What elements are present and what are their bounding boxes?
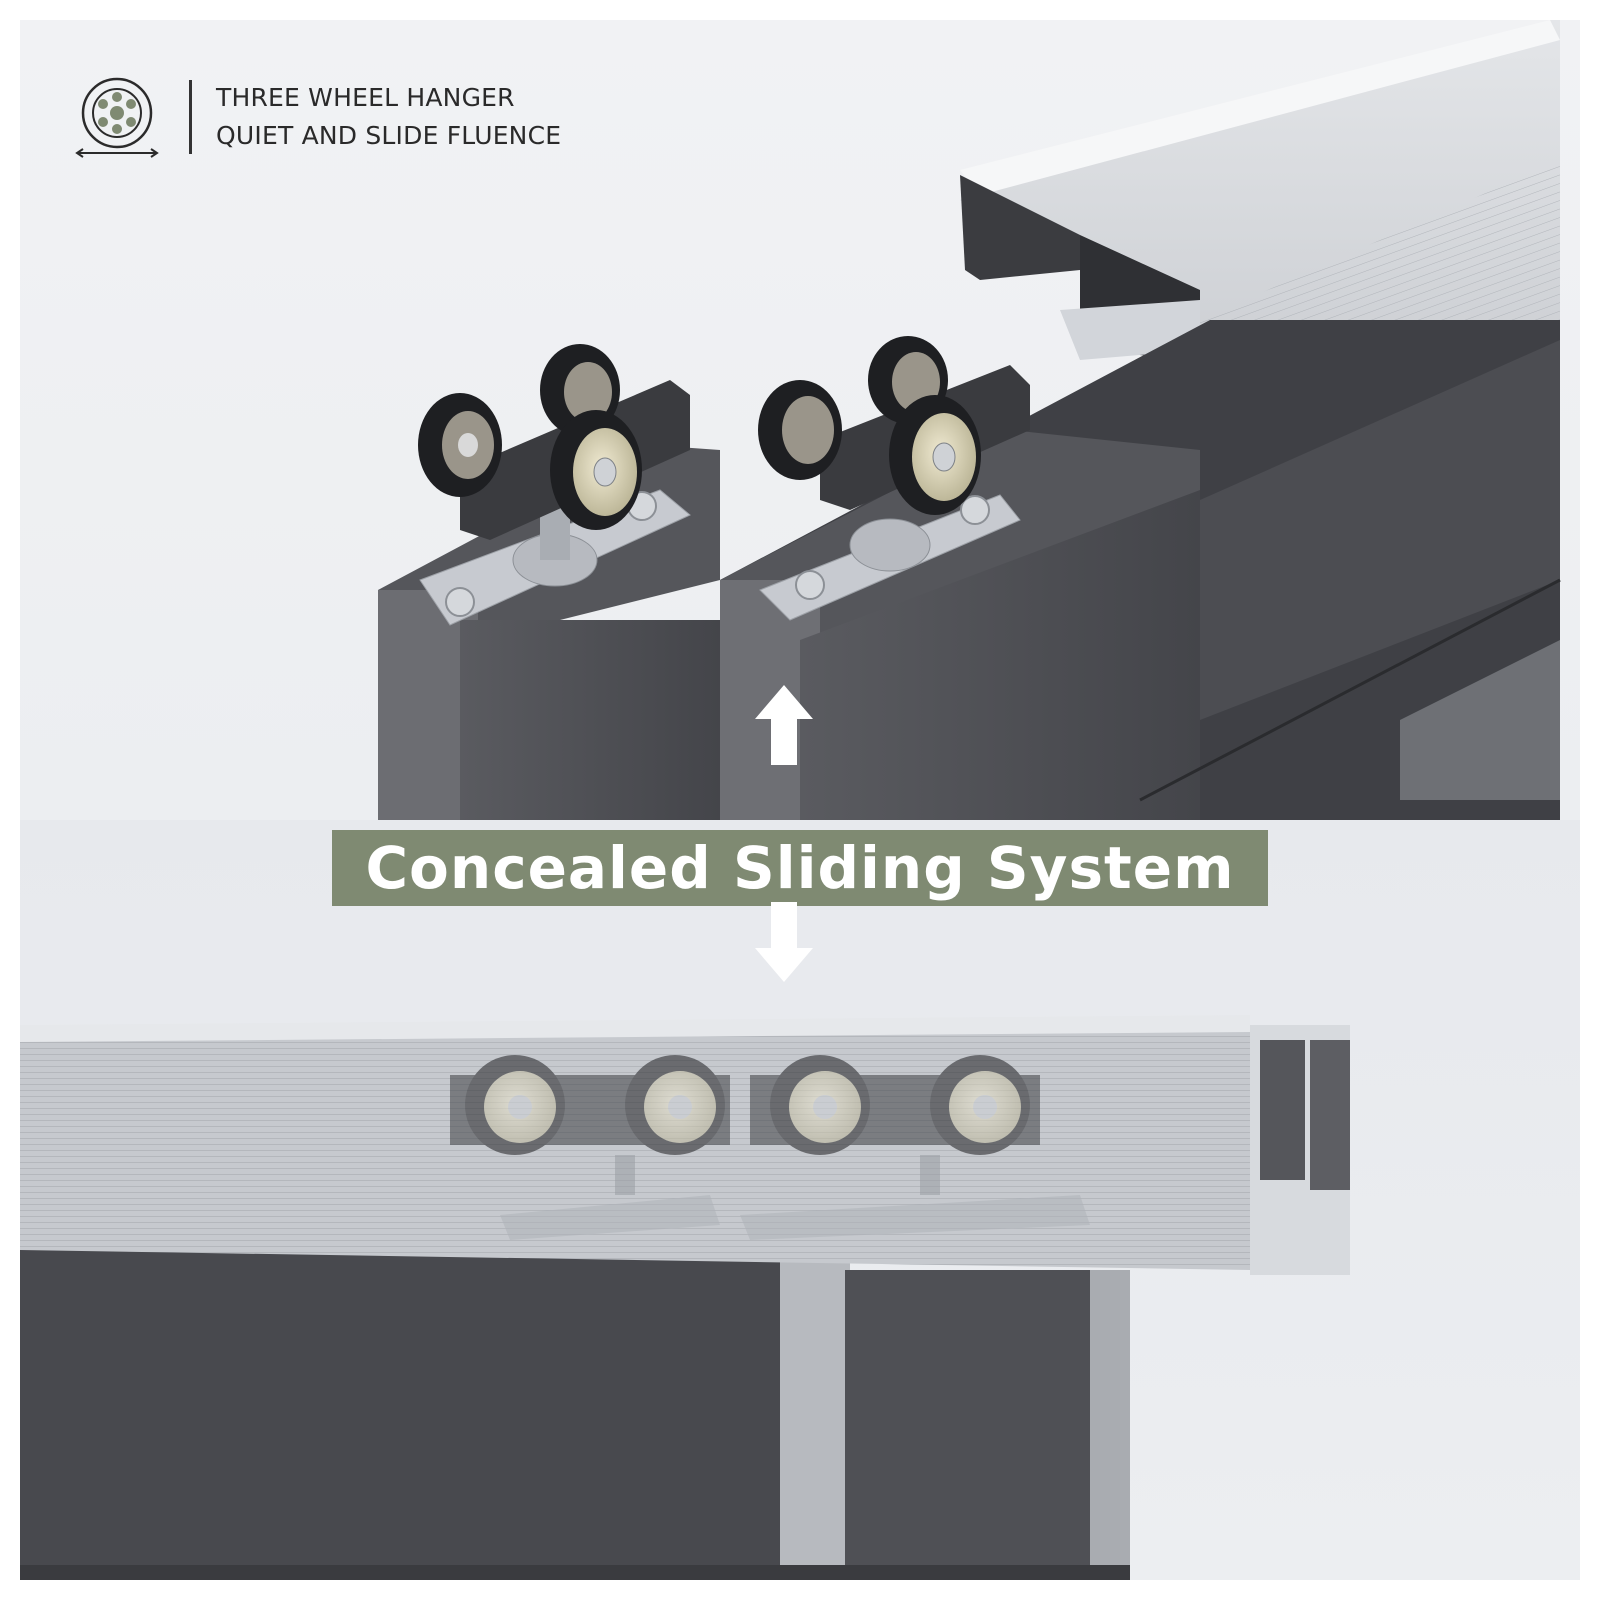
right-door — [845, 1270, 1115, 1580]
rear-track-reflection — [1400, 640, 1560, 800]
feature-line-2: QUIET AND SLIDE FLUENCE — [216, 121, 562, 150]
concealed-wheel-3 — [770, 1055, 870, 1155]
assembled-scene — [20, 1015, 1350, 1580]
track-end-channel-1 — [1260, 1040, 1305, 1180]
door-gap-frame — [780, 1260, 850, 1580]
bearing-wheel-icon — [75, 77, 159, 158]
feature-line-1: THREE WHEEL HANGER — [216, 83, 515, 112]
door-bottom-shadow — [20, 1565, 1130, 1580]
left-hanger-wheel-1 — [418, 393, 502, 497]
left-door — [20, 1250, 790, 1580]
track-profile-end — [960, 175, 1080, 280]
concealed-sliding-banner: Concealed Sliding System — [332, 830, 1268, 906]
concealed-wheel-2 — [625, 1055, 725, 1155]
left-hanger-assembly — [418, 344, 691, 626]
right-hanger-assembly — [758, 336, 1030, 621]
right-door-front — [800, 490, 1200, 820]
product-image-frame: THREE WHEEL HANGER QUIET AND SLIDE FLUEN… — [20, 20, 1580, 1580]
concealed-wheel-4 — [930, 1055, 1030, 1155]
banner-title: Concealed Sliding System — [365, 834, 1235, 902]
arrow-up-icon — [755, 685, 813, 765]
arrow-down-icon — [755, 902, 813, 982]
left-hanger-wheel-3 — [550, 410, 642, 530]
upper-track-edge — [960, 20, 1560, 195]
right-hanger-wheel-1 — [758, 380, 842, 480]
feature-callout: THREE WHEEL HANGER QUIET AND SLIDE FLUEN… — [75, 75, 561, 159]
track-end-channel-2 — [1310, 1040, 1350, 1190]
concealed-hangers — [450, 1055, 1090, 1240]
feature-text: THREE WHEEL HANGER QUIET AND SLIDE FLUEN… — [216, 79, 561, 155]
right-hanger-wheel-3 — [889, 395, 981, 515]
rear-door-face — [1200, 340, 1560, 720]
hardware-scene — [378, 20, 1561, 820]
door-bottom-edge-line — [1139, 578, 1561, 802]
right-door-edge — [1090, 1270, 1130, 1580]
bottom-panel-assembled-view — [20, 820, 1580, 1580]
concealed-wheel-1 — [465, 1055, 565, 1155]
aluminum-track-top-edge — [20, 1015, 1250, 1042]
top-panel-hardware-view: THREE WHEEL HANGER QUIET AND SLIDE FLUEN… — [20, 20, 1580, 820]
left-door-front — [460, 620, 720, 820]
feature-divider — [189, 80, 192, 154]
